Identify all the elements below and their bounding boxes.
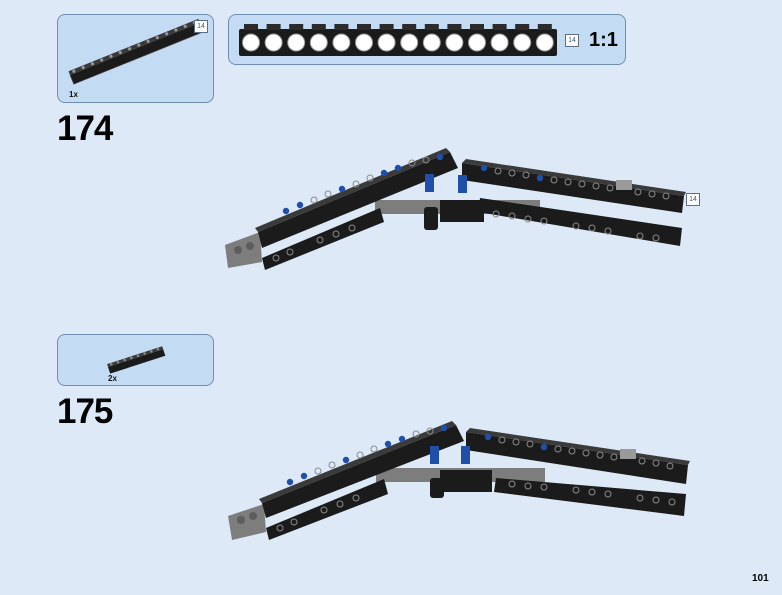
- stud: [470, 24, 484, 30]
- technic-beam-14-icon: [68, 18, 204, 85]
- part-count: 2x: [108, 374, 117, 383]
- length-tag: 14: [565, 34, 579, 47]
- stud: [447, 24, 462, 30]
- beam-hole: [513, 33, 532, 52]
- part-count: 1x: [69, 90, 78, 99]
- parts-callout-174: 14 1x: [57, 14, 214, 103]
- stud: [357, 24, 371, 30]
- beam-hole: [422, 33, 441, 52]
- beam-hole: [468, 33, 486, 52]
- stud: [424, 24, 439, 30]
- beam-hole: [535, 33, 554, 52]
- stud: [537, 24, 552, 30]
- beam-hole: [242, 33, 260, 52]
- beam-hole: [490, 33, 509, 52]
- stud: [492, 24, 507, 30]
- stud: [379, 24, 394, 30]
- beam-hole: [400, 33, 419, 52]
- stud: [266, 24, 281, 30]
- beam-hole: [355, 33, 373, 52]
- stud: [289, 24, 304, 30]
- beam-1to1-icon: [239, 24, 557, 56]
- beam-hole: [287, 33, 306, 52]
- stud: [515, 24, 530, 30]
- stud: [402, 24, 417, 30]
- scale-label: 1:1: [589, 29, 618, 51]
- parts-callout-175: 2x: [57, 334, 214, 386]
- scale-callout: 14 1:1: [228, 14, 626, 65]
- stud: [311, 24, 326, 30]
- beam-hole: [332, 33, 351, 52]
- step-number: 174: [57, 109, 113, 148]
- beam-hole: [264, 33, 283, 52]
- length-tag: 14: [194, 20, 208, 33]
- technic-plate-1x8-icon: [107, 346, 166, 374]
- beam-hole: [309, 33, 328, 52]
- model-length-tag: 14: [686, 193, 700, 206]
- beam-hole: [377, 33, 396, 52]
- stud: [334, 24, 349, 30]
- stud: [244, 24, 258, 30]
- page-number: 101: [752, 573, 769, 584]
- step-number: 175: [57, 392, 113, 431]
- beam-hole: [445, 33, 464, 52]
